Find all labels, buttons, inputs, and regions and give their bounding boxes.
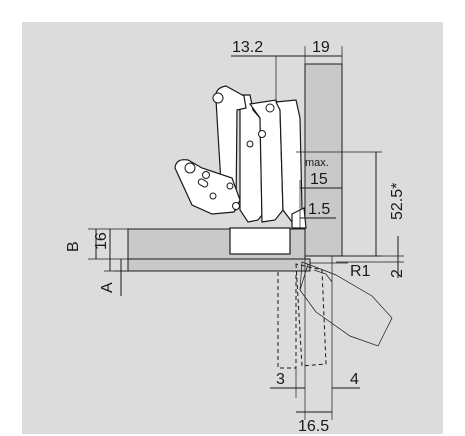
dim-19: 19	[312, 39, 330, 56]
dim-3: 3	[276, 371, 285, 388]
hinge-arm	[174, 85, 307, 229]
dim-13-2: 13.2	[232, 39, 263, 56]
cabinet-side-panel	[304, 63, 343, 257]
dimension-lines	[88, 46, 404, 420]
dim-label-a: A	[99, 282, 116, 293]
door-lower-band	[127, 258, 311, 272]
dim-15: 15	[310, 171, 328, 188]
dim-4: 4	[350, 371, 359, 388]
dim-r1: R1	[350, 263, 371, 280]
dim-16-5: 16.5	[298, 418, 329, 435]
dim-16: 16	[93, 232, 110, 250]
hinge-cup	[229, 227, 291, 255]
dim-2: 2	[389, 269, 406, 278]
dim-1-5: 1.5	[308, 201, 330, 218]
dim-max-label: max.	[305, 157, 329, 169]
dim-52-5: 52.5*	[389, 183, 406, 220]
door-opening-path	[277, 261, 393, 369]
dim-label-b: B	[65, 241, 82, 252]
